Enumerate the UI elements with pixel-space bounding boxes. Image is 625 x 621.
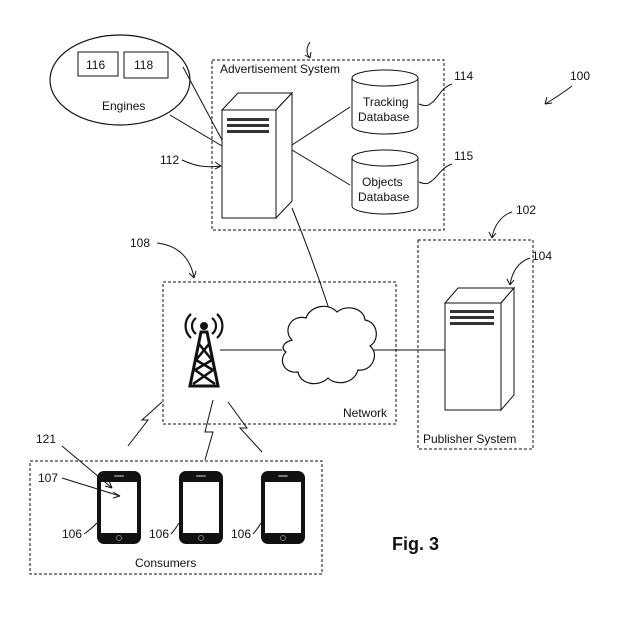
ref-112: 112 bbox=[160, 153, 179, 167]
ref-107-arrowhead bbox=[112, 491, 121, 499]
phone-3-speaker bbox=[278, 475, 288, 477]
ref-112-leader bbox=[181, 159, 222, 168]
ref-107-leader bbox=[61, 477, 121, 497]
link-server-objects bbox=[291, 149, 351, 186]
tracking-db-label-2: Database bbox=[358, 110, 410, 124]
publisher-server-side bbox=[500, 286, 515, 412]
phone-2-screen bbox=[183, 482, 219, 533]
network-cloud-icon bbox=[281, 305, 377, 385]
publisher-server-slot-1 bbox=[450, 310, 494, 313]
phone-3-screen bbox=[265, 482, 301, 533]
ref-114: 114 bbox=[454, 69, 473, 83]
ref-100-arrowhead bbox=[544, 96, 553, 105]
ad-server-slot-3 bbox=[227, 130, 269, 133]
ad-server-front bbox=[221, 109, 277, 219]
ad-system-arrowhead bbox=[304, 51, 312, 59]
tracking-db-body bbox=[351, 78, 419, 135]
cell-tower-icon bbox=[184, 313, 224, 388]
tracking-db-label-1: Tracking bbox=[363, 95, 409, 109]
ref-100-leader bbox=[544, 85, 573, 105]
objects-db-label-2: Database bbox=[358, 190, 410, 204]
wireless-link-right bbox=[227, 401, 263, 453]
ref-108-arrowhead bbox=[188, 270, 197, 279]
ref-107: 107 bbox=[38, 471, 58, 485]
ref-106-c: 106 bbox=[231, 527, 251, 541]
figure-label: Fig. 3 bbox=[392, 534, 439, 554]
engine-116-box bbox=[77, 51, 119, 77]
tracking-database: Tracking Database bbox=[351, 69, 419, 135]
publisher-boundary bbox=[417, 239, 534, 450]
ref-106-a-leader bbox=[83, 522, 98, 535]
phone-1-home-button bbox=[116, 535, 122, 541]
ref-114-leader bbox=[418, 83, 453, 106]
consumer-phone-1 bbox=[97, 471, 141, 544]
ad-system-callout bbox=[306, 41, 311, 59]
wireless-link-middle bbox=[204, 399, 214, 461]
publisher-server bbox=[443, 286, 516, 412]
tracking-db-top bbox=[351, 69, 419, 87]
ad-server-slot-1 bbox=[227, 118, 269, 121]
engines-bubble: 116 118 Engines bbox=[49, 34, 191, 126]
consumer-phone-2 bbox=[179, 471, 223, 544]
engines-link-bottom bbox=[169, 114, 223, 147]
consumers-boundary bbox=[29, 460, 323, 575]
ref-106-c-leader bbox=[252, 522, 262, 535]
ad-system-title: Advertisement System bbox=[220, 62, 340, 76]
engines-label: Engines bbox=[102, 99, 145, 113]
ad-server bbox=[220, 91, 294, 220]
phone-2-home-button bbox=[198, 535, 204, 541]
wireless-links bbox=[127, 399, 263, 461]
ref-106-a: 106 bbox=[62, 527, 82, 541]
network-system: Network bbox=[162, 281, 397, 425]
ref-115: 115 bbox=[454, 149, 473, 163]
ref-100: 100 bbox=[570, 69, 590, 83]
ref-104-leader bbox=[509, 257, 531, 286]
ad-system-boundary bbox=[211, 59, 445, 231]
link-server-network bbox=[291, 207, 331, 313]
publisher-server-slot-3 bbox=[450, 322, 494, 325]
ref-104: 104 bbox=[532, 249, 552, 263]
engine-116-label: 116 bbox=[86, 58, 105, 72]
ref-121-arrowhead bbox=[104, 480, 113, 489]
ref-108-leader bbox=[156, 242, 195, 279]
ref-102: 102 bbox=[516, 203, 536, 217]
objects-db-top bbox=[351, 149, 419, 167]
ref-106-b-leader bbox=[170, 522, 180, 535]
ref-104-arrowhead bbox=[506, 278, 515, 286]
ref-121-leader bbox=[61, 445, 113, 489]
engines-link-top bbox=[182, 66, 223, 141]
ref-108: 108 bbox=[130, 236, 150, 250]
publisher-server-slot-2 bbox=[450, 316, 494, 319]
phone-3-home-button bbox=[280, 535, 286, 541]
ad-server-slot-2 bbox=[227, 124, 269, 127]
phone-1-screen bbox=[101, 482, 137, 533]
advertisement-system: Advertisement System 112 Tracking Databa… bbox=[160, 41, 473, 231]
consumer-phone-3 bbox=[261, 471, 305, 544]
ref-121: 121 bbox=[36, 432, 56, 446]
objects-db-body bbox=[351, 158, 419, 215]
ref-102-arrowhead bbox=[488, 231, 497, 239]
ref-106-b: 106 bbox=[149, 527, 169, 541]
wireless-link-left bbox=[127, 401, 163, 447]
publisher-label: Publisher System bbox=[423, 432, 516, 446]
ref-115-leader bbox=[418, 163, 453, 184]
ref-102-leader bbox=[491, 211, 513, 239]
engine-118-label: 118 bbox=[134, 58, 153, 72]
consumers-label: Consumers bbox=[135, 556, 196, 570]
phone-1-speaker bbox=[114, 475, 124, 477]
ref-112-arrowhead bbox=[214, 161, 222, 170]
consumers-group: Consumers 106 106 106 107 bbox=[29, 460, 323, 575]
publisher-server-front bbox=[444, 302, 502, 411]
publisher-system: Publisher System bbox=[417, 239, 534, 450]
phone-2-speaker bbox=[196, 475, 206, 477]
network-boundary bbox=[162, 281, 397, 425]
objects-db-label-1: Objects bbox=[362, 175, 403, 189]
engine-118-box bbox=[123, 51, 169, 79]
ad-server-side bbox=[275, 91, 293, 220]
objects-database: Objects Database bbox=[351, 149, 419, 215]
link-server-tracking bbox=[291, 106, 351, 146]
network-label: Network bbox=[343, 406, 388, 420]
